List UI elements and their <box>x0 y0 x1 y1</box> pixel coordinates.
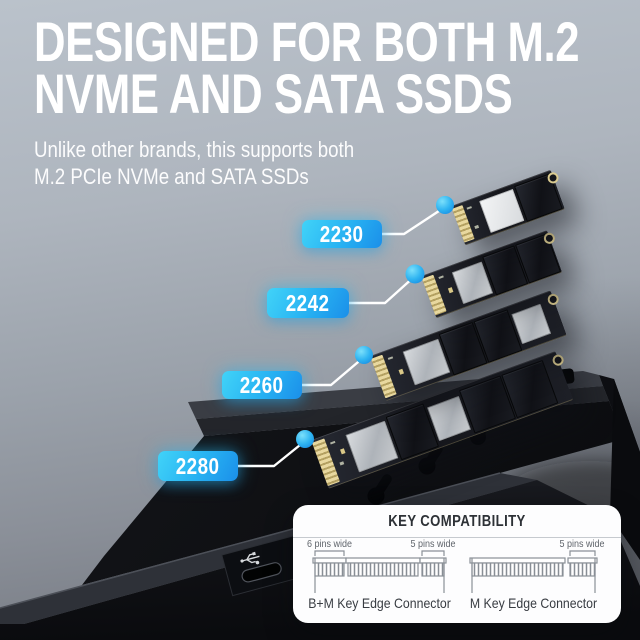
subtitle-line2: M.2 PCIe NVMe and SATA SSDs <box>34 164 309 189</box>
callout-line-2242 <box>347 274 417 305</box>
callout-dot-2242 <box>405 264 425 284</box>
callout-dot-2230 <box>436 196 454 214</box>
size-badge-2242: 2242 <box>267 288 349 318</box>
pin-label: 5 pins wide <box>560 539 605 551</box>
connector-diagram-m <box>469 550 598 593</box>
callout-line-2260 <box>300 355 366 387</box>
pin-label: 5 pins wide <box>411 539 456 551</box>
enclosure-near-edge <box>0 472 501 609</box>
card-divider <box>293 537 621 538</box>
connector-caption: M Key Edge Connector <box>470 595 598 611</box>
connector-diagram-bm <box>312 550 447 593</box>
subtitle: Unlike other brands, this supports both … <box>34 136 628 190</box>
size-badge-label: 2242 <box>286 289 330 316</box>
connector-caption: B+M Key Edge Connector <box>308 595 451 611</box>
pin-label: 6 pins wide <box>307 539 352 551</box>
key-compatibility-card: KEY COMPATIBILITY 6 <box>293 505 621 623</box>
callout-dot-2280 <box>296 430 314 448</box>
connector-diagrams: 6 pins wide 5 pins wide B+M Key Edge Con… <box>307 539 605 612</box>
headline-line1: DESIGNED FOR BOTH M.2 <box>34 10 580 73</box>
callout-line-2280 <box>236 439 307 468</box>
size-badge-2260: 2260 <box>222 371 302 399</box>
dim-bracket <box>569 550 596 556</box>
enclosure-tray <box>82 401 624 585</box>
size-badge-label: 2260 <box>240 371 284 398</box>
dim-bracket <box>314 550 345 556</box>
usb-c-port <box>241 562 282 583</box>
size-badge-2280: 2280 <box>158 451 238 481</box>
usb-module <box>221 535 305 597</box>
callout-line-2230 <box>380 205 447 236</box>
usb-icon <box>240 551 260 565</box>
size-badge-label: 2230 <box>320 220 364 247</box>
size-badge-2230: 2230 <box>302 220 382 248</box>
headline-line2: NVME AND SATA SSDS <box>34 62 513 125</box>
callout-dot-2260 <box>355 346 373 364</box>
header: DESIGNED FOR BOTH M.2 NVME AND SATA SSDS… <box>34 10 640 190</box>
size-badge-label: 2280 <box>176 452 220 479</box>
subtitle-line1: Unlike other brands, this supports both <box>34 137 355 162</box>
card-title: KEY COMPATIBILITY <box>388 513 526 530</box>
dim-bracket <box>421 550 445 556</box>
